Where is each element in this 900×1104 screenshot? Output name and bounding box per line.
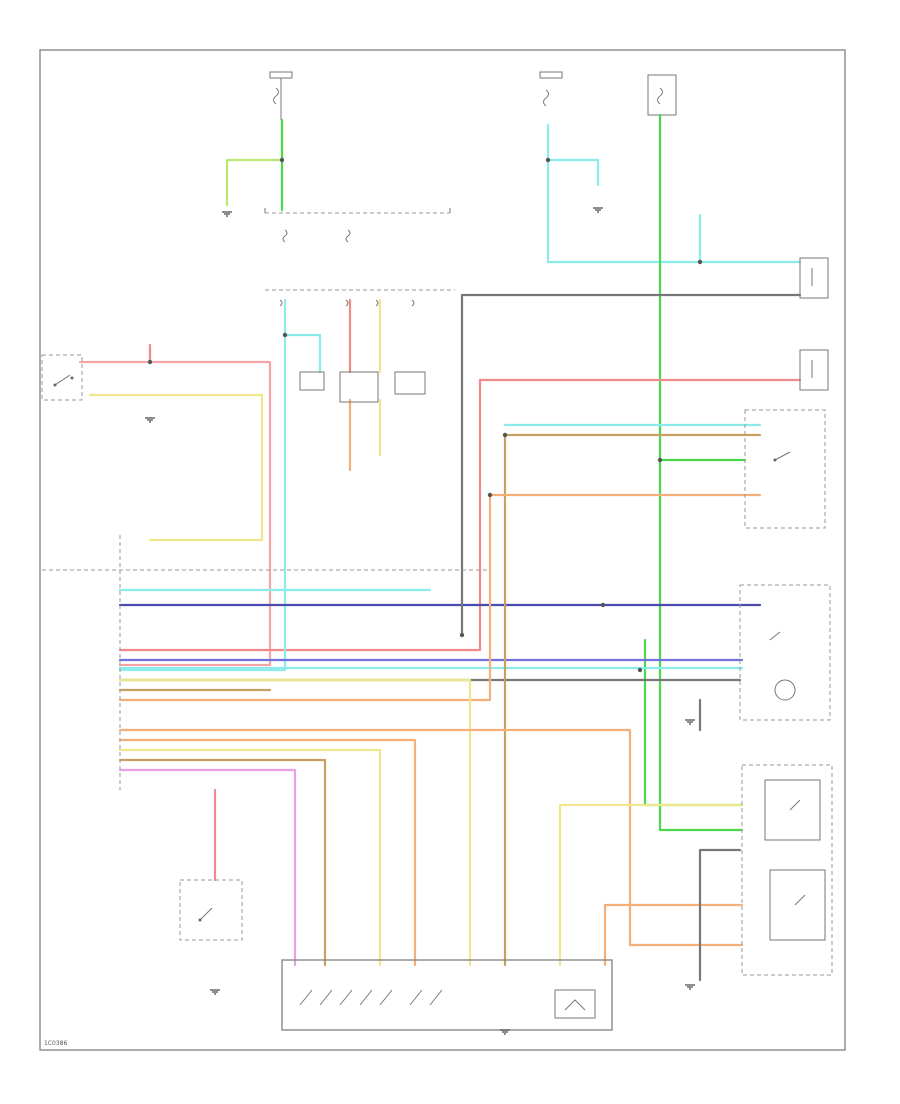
splice-dot	[697, 259, 703, 265]
wire-lime-0	[225, 118, 284, 162]
ground-icon	[593, 207, 603, 213]
diagram-border	[39, 49, 846, 1051]
wire-gray-43	[698, 848, 742, 982]
ground-icon	[210, 989, 220, 995]
wire-orange-40	[603, 903, 744, 967]
splice-dot	[502, 432, 508, 438]
hot-at-all-times-fuse-right	[647, 74, 677, 116]
brake-pedal-position-switch	[41, 354, 83, 401]
ground-icon	[500, 1029, 510, 1035]
fuse-block-row	[265, 289, 455, 307]
transfer-case-shift-motor-encoder	[281, 959, 613, 1031]
wire-cyan-17	[118, 298, 287, 672]
splice-dot	[279, 157, 285, 163]
central-junction-box	[264, 208, 451, 243]
splice-dot	[637, 667, 643, 673]
splice-dot	[600, 602, 606, 608]
wire-pink-9	[78, 360, 272, 667]
splice-dot	[459, 632, 465, 638]
diagram-code: 1C0386	[44, 1040, 67, 1047]
front-axle-disconnect-solenoid	[799, 257, 829, 299]
rear-axle-solenoid	[799, 349, 829, 391]
wire-orange-33	[118, 728, 744, 947]
hot-at-all-times-fuse-middle	[539, 71, 563, 107]
splice-dot	[147, 359, 153, 365]
mode-select-relays	[299, 371, 426, 403]
wire-yellow-32	[118, 678, 472, 967]
wire-red-13	[118, 378, 482, 652]
wire-gray-25	[460, 293, 802, 637]
wire-yellow-39	[558, 803, 744, 967]
ground-icon	[222, 211, 232, 217]
wire-green-6	[658, 113, 744, 832]
splice-points	[147, 157, 703, 673]
wire-cyan-18	[283, 333, 322, 374]
ground-icon	[685, 984, 695, 990]
generic-electronic-module-connector	[42, 535, 490, 790]
splice-dot	[282, 332, 288, 338]
wire-violet-37	[118, 768, 297, 967]
transfer-case-shift-switch	[744, 409, 826, 529]
transfer-case-speed-sensor	[179, 879, 243, 941]
4x4-mode-select-switch	[739, 584, 831, 721]
wire-harness	[78, 113, 802, 982]
ground-icon	[145, 417, 155, 423]
ground-points	[145, 207, 695, 1035]
wire-yellow-14	[88, 393, 264, 542]
transfer-case-motor-switches	[741, 764, 833, 976]
splice-dot	[657, 457, 663, 463]
wire-cyan-4	[546, 123, 802, 264]
hot-at-all-times-fuse-left	[269, 71, 293, 120]
wire-cyan-3	[546, 158, 600, 187]
wire-tan-36	[118, 758, 327, 967]
splice-dot	[487, 492, 493, 498]
wire-yellow-35	[118, 748, 382, 967]
wire-orange-34	[118, 738, 417, 967]
splice-dot	[545, 157, 551, 163]
ground-icon	[685, 719, 695, 725]
